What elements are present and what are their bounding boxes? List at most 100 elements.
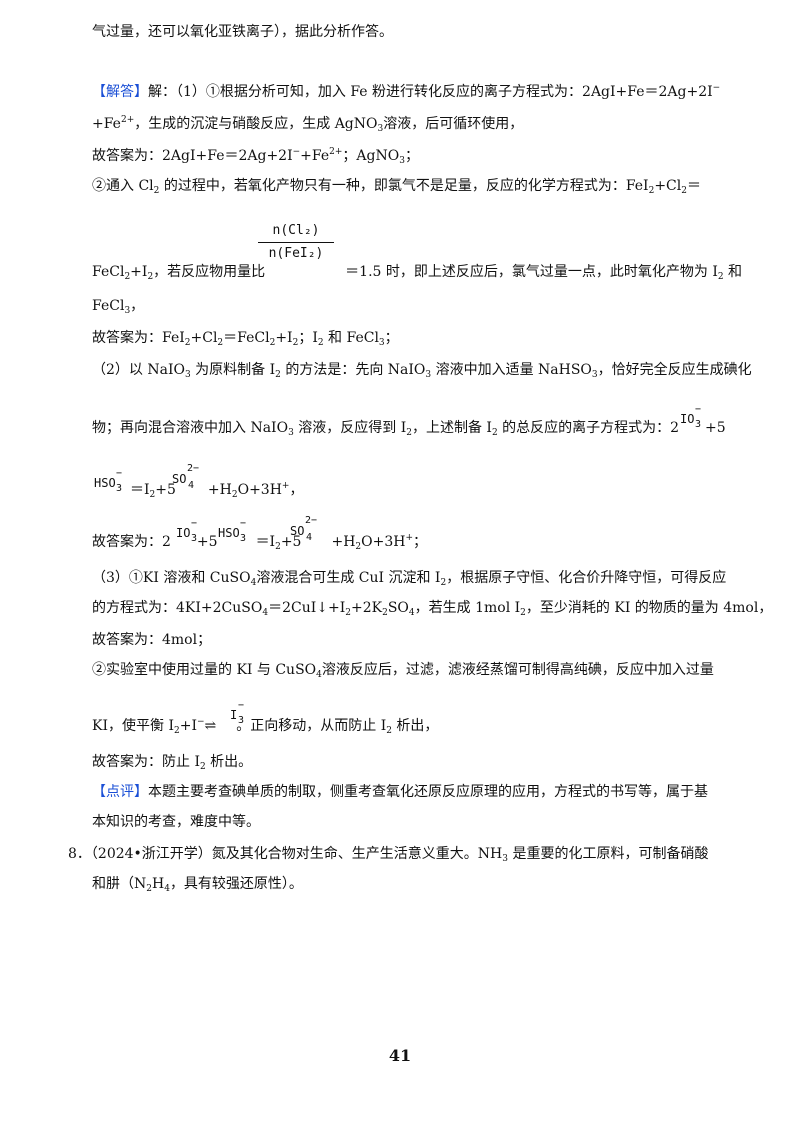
text: ，具有较强还原性）。 <box>169 876 303 892</box>
text: +5 <box>155 482 176 498</box>
sub: 2 <box>199 762 206 772</box>
text: +I <box>179 718 197 734</box>
sub: 3 <box>124 306 131 316</box>
text: 故答案为：4mol； <box>92 632 212 648</box>
text: +Fe <box>300 148 330 164</box>
text-line: （2）以 NaIO3 为原料制备 I2 的方法是：先向 NaIO3 溶液中加入适… <box>92 360 752 380</box>
text: 和 <box>723 264 743 280</box>
ion-formula: I <box>230 708 238 722</box>
sub: 2 <box>406 428 412 438</box>
text-line: ②实验室中使用过量的 KI 与 CuSO4溶液反应后，过滤，滤液经蒸馏可制得高纯… <box>92 660 732 680</box>
text: ，恰好完全反应生成碘化 <box>597 362 752 378</box>
ion-charge: 2− <box>305 515 318 526</box>
sub: 2 <box>147 272 154 282</box>
text-line: 气过量，还可以氧化亚铁离子），据此分析作答。 <box>92 22 732 42</box>
text: KI，使平衡 I <box>92 718 174 734</box>
sub: 2 <box>386 726 392 736</box>
ion-subscript: 4 <box>306 532 313 543</box>
text: +5 <box>705 420 726 436</box>
text: ＝I <box>130 482 150 498</box>
text: ，上述制备 I <box>411 420 492 436</box>
sub: 2 <box>153 186 160 196</box>
sub: 3 <box>399 156 405 166</box>
sub: 2 <box>382 608 388 618</box>
text: 本题主要考查碘单质的制取，侧重考查氧化还原反应原理的应用，方程式的书写等，属于基 <box>148 784 708 800</box>
ion-subscript: 3 <box>191 533 198 544</box>
text: +Cl <box>654 178 682 194</box>
text: +H <box>207 482 232 498</box>
text: ＝ <box>686 178 701 194</box>
fraction-numerator: n(Cl₂) <box>272 223 320 238</box>
text: FeCl <box>92 298 125 314</box>
ion-subscript: 4 <box>188 480 195 491</box>
text: 的方法是：先向 NaIO <box>280 362 426 378</box>
sub: 4 <box>262 608 269 618</box>
bisulfite-ion: HSO − 3 <box>94 468 122 494</box>
text: ； <box>404 148 419 164</box>
sub: 3 <box>184 370 191 380</box>
ion-formula: IO <box>680 412 695 426</box>
text: 和 FeCl <box>323 330 379 346</box>
ion-charge: − <box>191 518 198 529</box>
sup: 2+ <box>329 147 343 157</box>
sub: 2 <box>173 726 180 736</box>
sub: 2 <box>275 370 281 380</box>
text: 故答案为：2AgI+Fe＝2Ag+2I <box>92 148 293 164</box>
page-number: 41 <box>388 1046 412 1065</box>
text: +5 <box>280 534 302 550</box>
text: （2）以 NaIO <box>92 362 185 378</box>
text: 解：（1）①根据分析可知，加入 Fe 粉进行转化反应的离子方程式为：2AgI+F… <box>148 84 713 100</box>
sulfate-ion: SO 2− 4 <box>290 515 317 543</box>
text: 的过程中，若氧化产物只有一种，即氯气不是足量，反应的化学方程式为：FeI <box>159 178 649 194</box>
text: 故答案为：FeI <box>92 330 185 346</box>
sub: 2 <box>269 338 276 348</box>
text: ，至少消耗的 KI 的物质的量为 4mol， <box>525 600 773 616</box>
ion-charge: − <box>240 518 247 529</box>
text: 故答案为：2 <box>92 534 171 550</box>
text-line: ②通入 Cl2 的过程中，若氧化产物只有一种，即氯气不是足量，反应的化学方程式为… <box>92 176 732 196</box>
text: 溶液，反应得到 I <box>293 420 407 436</box>
text: O+3H <box>361 534 406 550</box>
text: +2K <box>350 600 383 616</box>
sub: 2 <box>648 186 655 196</box>
ion-formula: SO <box>290 524 305 538</box>
sub: 3 <box>378 338 385 348</box>
sub: 4 <box>164 884 170 894</box>
sub: 4 <box>250 578 257 588</box>
text: 溶液反应后，过滤，滤液经蒸馏可制得高纯碘，反应中加入过量 <box>321 662 714 678</box>
sub: 2 <box>292 338 299 348</box>
text: ＝FeCl <box>223 330 270 346</box>
text: +I <box>275 330 293 346</box>
text: ； <box>384 330 399 346</box>
sup: + <box>405 533 414 543</box>
comment-tag: 【点评】 <box>92 784 148 800</box>
sub: 3 <box>502 854 508 864</box>
text-line: 故答案为：2+5＝I2+5+H2O+3H+； <box>92 532 732 552</box>
answer-tag: 【解答】 <box>92 84 148 100</box>
sup: + <box>281 481 290 491</box>
text: +Cl <box>190 330 218 346</box>
ion-subscript: 3 <box>695 419 702 430</box>
text: 溶液混合可生成 CuI 沉淀和 I <box>256 570 441 586</box>
text: 和肼（N <box>92 876 147 892</box>
text: 析出。 <box>205 754 253 770</box>
text: 析出， <box>391 718 439 734</box>
fraction-denominator: n(FeI₂) <box>268 246 324 261</box>
text-line: （3）①KI 溶液和 CuSO4溶液混合可生成 CuI 沉淀和 I2，根据原子守… <box>92 568 732 588</box>
text-line: 故答案为：4mol； <box>92 630 732 650</box>
ion-subscript: 3 <box>116 483 123 494</box>
ion-charge: − <box>695 404 702 415</box>
text: 是重要的化工原料，可制备硝酸 <box>508 846 709 862</box>
text: ②实验室中使用过量的 KI 与 CuSO <box>92 662 317 678</box>
text: +H <box>331 534 356 550</box>
text-line: 故答案为：FeI2+Cl2＝FeCl2+I2；I2 和 FeCl3； <box>92 328 732 348</box>
text: FeCl <box>92 264 125 280</box>
ion-formula: SO <box>172 472 187 486</box>
sub: 3 <box>377 124 384 134</box>
sub: 2 <box>149 490 156 500</box>
sub: 2 <box>275 542 281 552</box>
ion-subscript: 3 <box>238 715 245 726</box>
text: 的总反应的离子方程式为：2 <box>497 420 680 436</box>
text: ，若反应物用量比 <box>153 264 266 280</box>
